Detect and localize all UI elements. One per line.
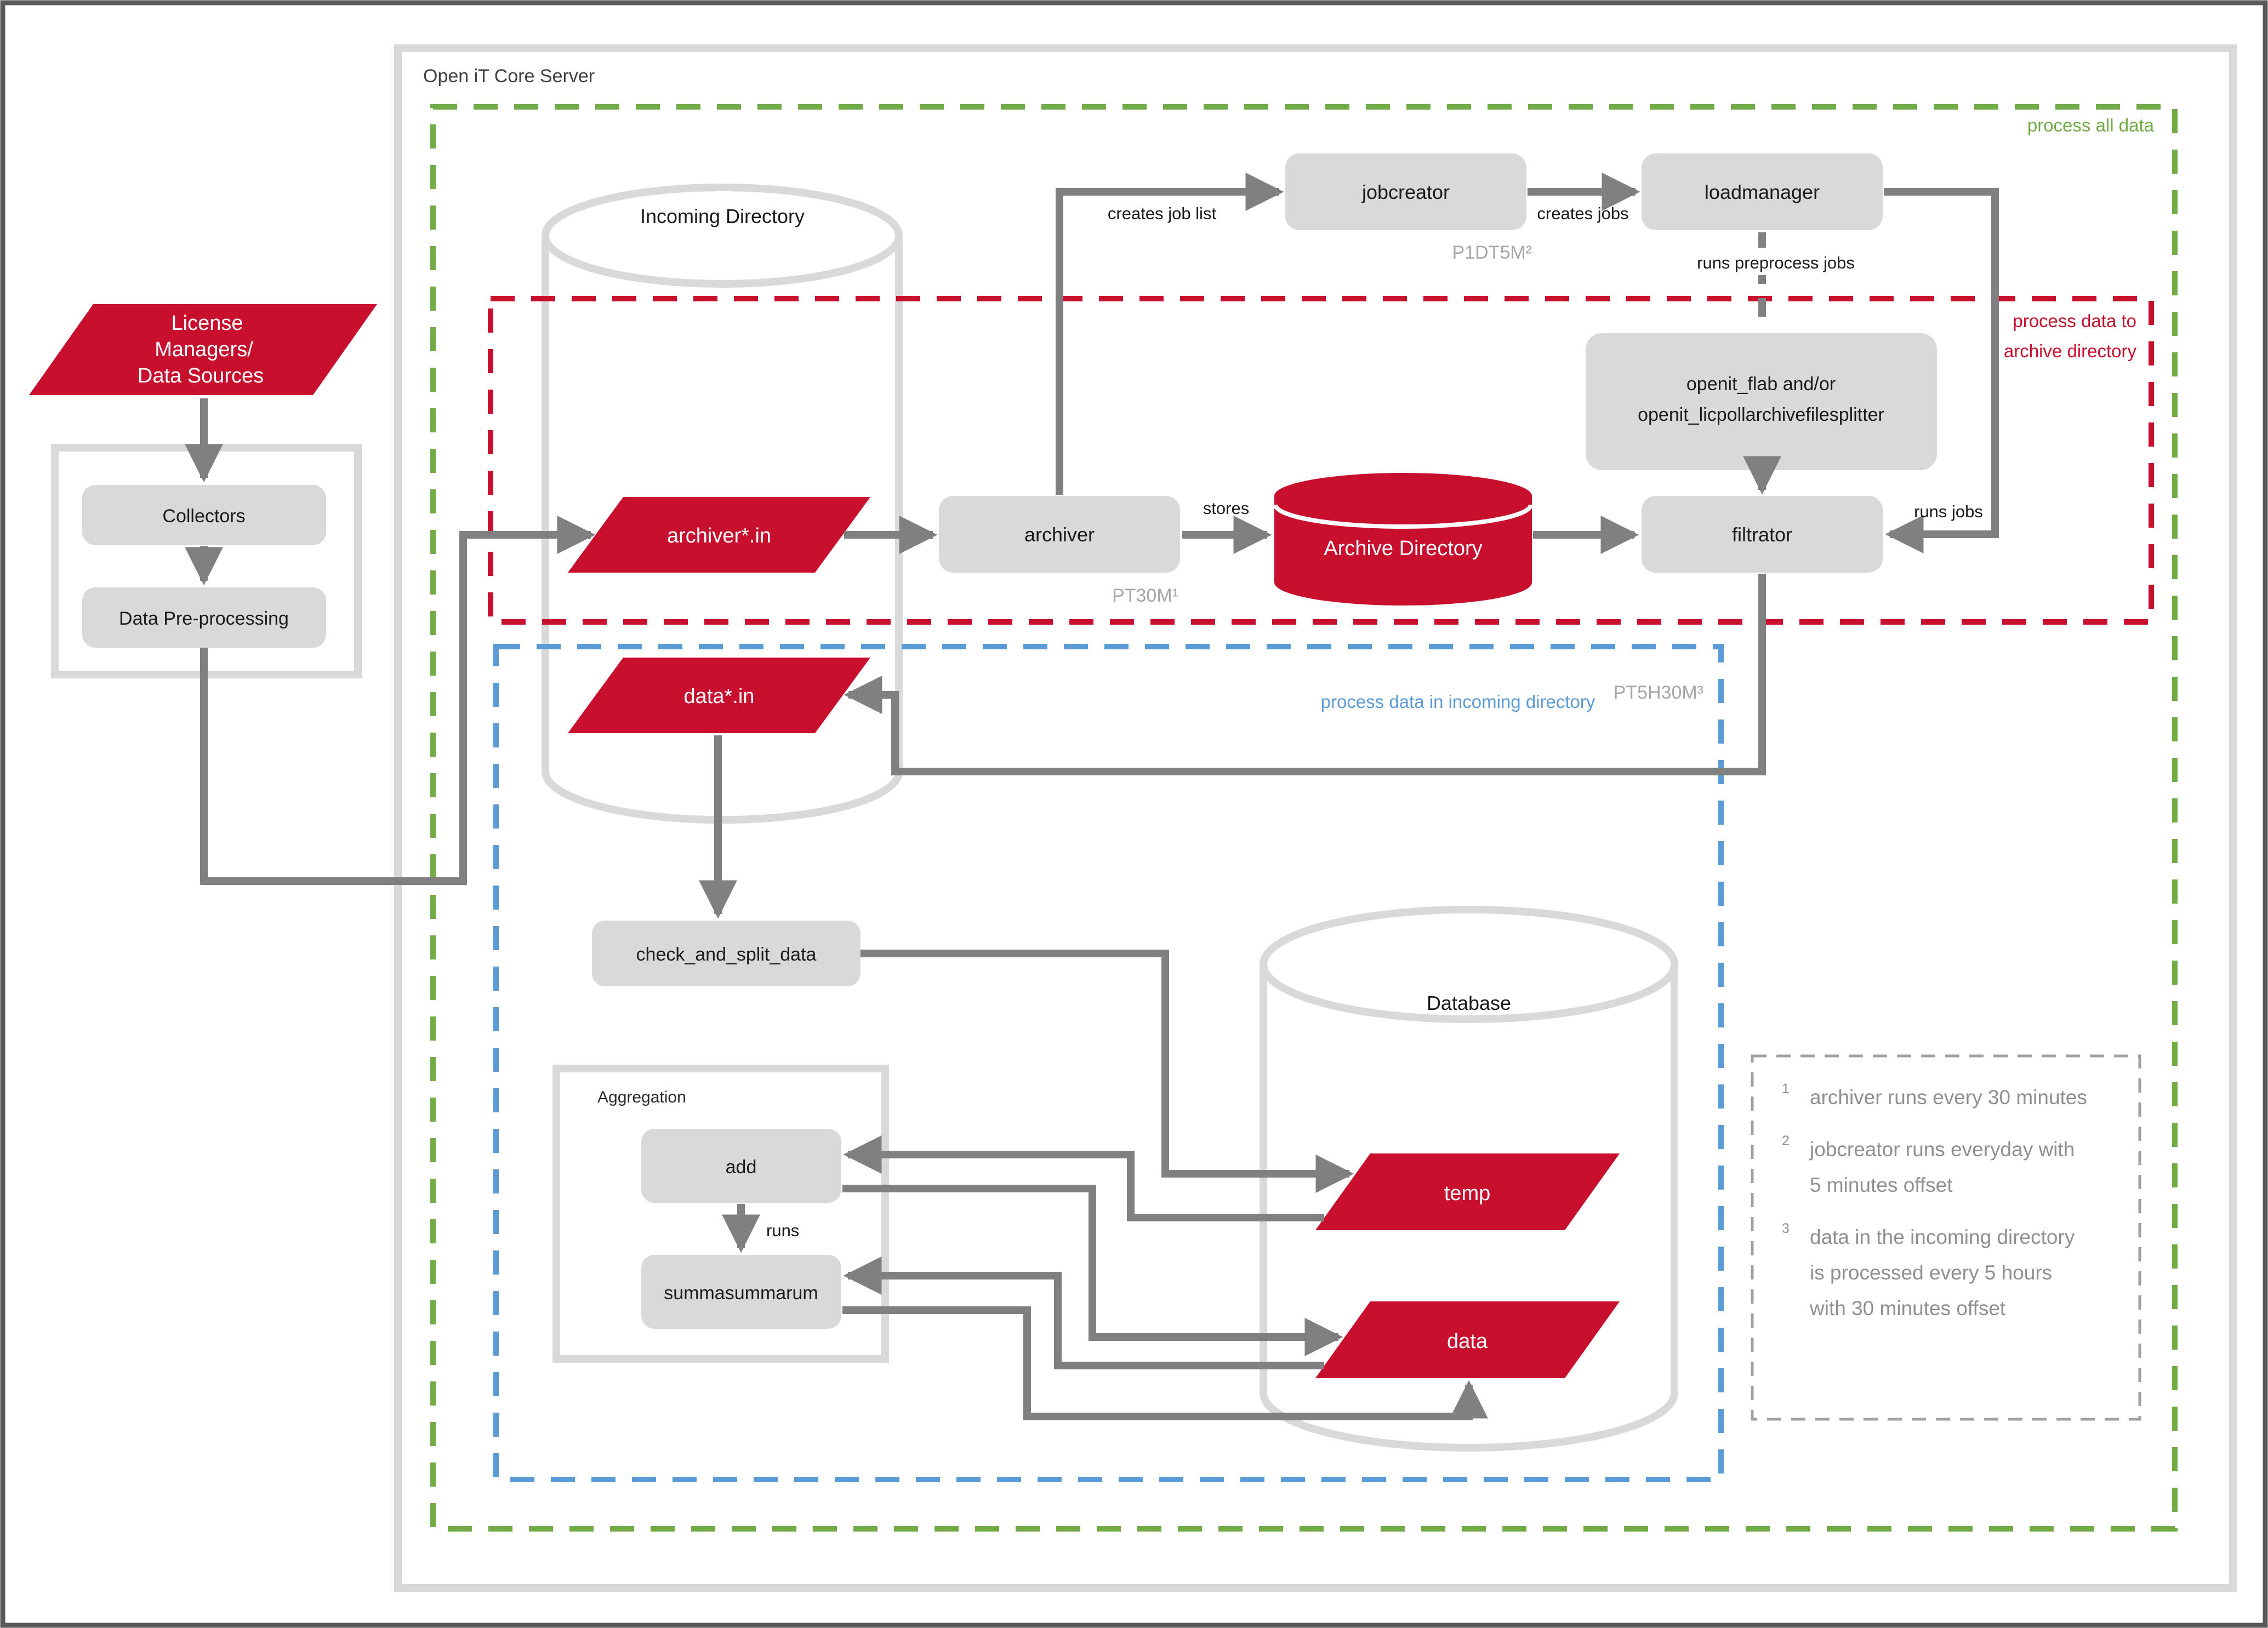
edge-archiver-to-jobcreator [1056, 173, 1284, 495]
data-in-node [568, 658, 870, 733]
edge-data-to-summasummarum [843, 1256, 1324, 1369]
license-line-1: License [172, 312, 243, 335]
archiver-label: archiver [1024, 523, 1095, 546]
archiver-node [939, 496, 1180, 573]
creates-jobs-label: creates jobs [1537, 204, 1628, 223]
data-in-label: data*.in [684, 685, 755, 708]
collectors-node [82, 485, 326, 545]
zone-green-label: process all data [2027, 115, 2155, 135]
temp-table-label: temp [1444, 1182, 1490, 1205]
runs-preprocess-jobs-label: runs preprocess jobs [1697, 253, 1855, 272]
footnote-2-line-2: 5 minutes offset [1810, 1174, 1953, 1196]
database-label: Database [1427, 992, 1511, 1014]
core-server-title: Open iT Core Server [423, 66, 595, 87]
archive-directory-cylinder: Archive Directory [1273, 473, 1533, 605]
loadmanager-node [1642, 153, 1883, 230]
aggregation-group-border [552, 1065, 889, 1363]
edge-add-to-data [842, 1185, 1343, 1356]
collectors-label: Collectors [162, 506, 245, 527]
filtrator-timer: PT5H30M³ [1614, 682, 1703, 703]
aggregation-label: Aggregation [597, 1088, 686, 1106]
temp-table-node [1315, 1153, 1620, 1230]
stores-label: stores [1203, 499, 1249, 518]
runs-label: runs [766, 1221, 799, 1240]
edge-check-to-temp [861, 950, 1354, 1193]
jobcreator-timer: P1DT5M² [1452, 242, 1532, 263]
add-label: add [726, 1157, 757, 1178]
core-server-box [394, 44, 2237, 1592]
add-node [641, 1129, 841, 1203]
footnote-3-line-1: data in the incoming directory [1810, 1226, 2075, 1248]
filtrator-node [1642, 496, 1883, 573]
edge-preprocessing-to-archiver-in [200, 516, 596, 885]
zone-process-incoming [493, 644, 1724, 1482]
check-and-split-label: check_and_split_data [636, 944, 817, 965]
data-table-node [1315, 1301, 1620, 1378]
check-and-split-node [592, 921, 861, 986]
incoming-directory-label: Incoming Directory [640, 205, 805, 227]
edge-temp-to-add [843, 1135, 1324, 1221]
license-line-3: Data Sources [138, 364, 264, 387]
edge-loadmanager-to-filtrator-runs-jobs [1884, 188, 1999, 553]
creates-job-list-label: creates job list [1108, 204, 1217, 223]
openit-flab-line-2: openit_licpollarchivefilesplitter [1638, 404, 1884, 425]
footnote-3-line-3: with 30 minutes offset [1809, 1297, 2006, 1319]
zone-red-label-2: archive directory [2004, 341, 2137, 361]
runs-jobs-label: runs jobs [1914, 502, 1983, 521]
license-line-2: Managers/ [155, 338, 253, 361]
footnote-2-line-1: jobcreator runs everyday with [1809, 1138, 2075, 1161]
jobcreator-label: jobcreator [1361, 181, 1450, 203]
footnote-1-line-1: archiver runs every 30 minutes [1810, 1086, 2087, 1109]
archive-directory-label: Archive Directory [1324, 537, 1482, 560]
archiver-in-label: archiver*.in [667, 524, 771, 547]
openit-flab-node [1586, 333, 1937, 470]
preprocessing-label: Data Pre-processing [119, 608, 289, 629]
footnote-1-marker: 1 [1782, 1081, 1790, 1096]
loadmanager-label: loadmanager [1705, 181, 1820, 203]
archiver-in-node [568, 497, 870, 573]
footnotes-box: 1 archiver runs every 30 minutes 2 jobcr… [1751, 1054, 2141, 1421]
data-table-label: data [1447, 1330, 1488, 1353]
preprocessing-node [82, 587, 326, 648]
summasummarum-label: summasummarum [664, 1283, 818, 1304]
footnote-3-marker: 3 [1782, 1221, 1790, 1236]
zone-process-all-data [430, 104, 2178, 1532]
zone-red-label-1: process data to [2013, 311, 2136, 331]
jobcreator-node [1285, 153, 1526, 230]
zone-process-archive [488, 296, 2154, 625]
edge-filtrator-to-data-in [844, 574, 1766, 775]
openit-flab-line-1: openit_flab and/or [1686, 374, 1836, 395]
summasummarum-node [641, 1255, 841, 1329]
edge-summasummarum-to-data [842, 1306, 1488, 1420]
license-managers-node [29, 304, 377, 395]
zone-blue-label: process data in incoming directory [1321, 692, 1595, 712]
runs-preprocess-knockout [1688, 248, 1864, 275]
footnote-2-marker: 2 [1782, 1133, 1790, 1149]
filtrator-label: filtrator [1732, 523, 1792, 546]
footnote-3-line-2: is processed every 5 hours [1810, 1261, 2052, 1284]
archiver-timer: PT30M¹ [1112, 585, 1178, 606]
